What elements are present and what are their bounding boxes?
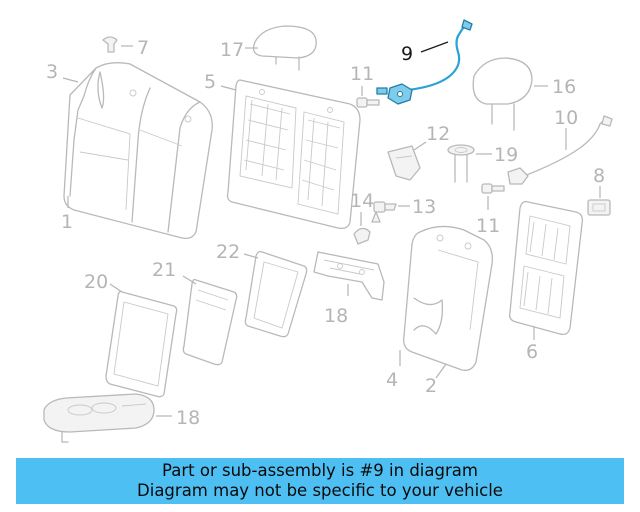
part-22-panel[interactable] xyxy=(244,250,308,338)
exploded-parts-diagram: 7 3 1 17 5 11 xyxy=(43,19,613,443)
part-9-seat-release-cable[interactable] xyxy=(376,19,473,105)
part-8-release-button[interactable] xyxy=(587,199,611,216)
callout-15: 16 xyxy=(552,76,576,98)
callout-3: 3 xyxy=(46,61,58,83)
callout-2: 2 xyxy=(425,375,437,397)
part-6-seat-back-frame-right[interactable] xyxy=(508,200,584,336)
callout-1: 1 xyxy=(61,211,73,233)
callout-8: 8 xyxy=(593,165,605,187)
callout-13: 13 xyxy=(412,196,436,218)
callout-9: 9 xyxy=(401,43,413,65)
part-13-bolt[interactable] xyxy=(371,201,397,223)
part-15-headrest[interactable] xyxy=(472,57,533,131)
callout-7: 7 xyxy=(137,37,149,59)
part-17-grommet[interactable] xyxy=(447,144,475,183)
callout-11-lower: 11 xyxy=(476,215,500,237)
banner-line-2: Diagram may not be specific to your vehi… xyxy=(137,481,503,500)
part-12-cover[interactable] xyxy=(387,145,421,181)
callout-14: 14 xyxy=(350,190,374,212)
callout-6: 6 xyxy=(526,341,538,363)
part-11-bolt-upper[interactable] xyxy=(356,97,380,108)
part-11-bolt-lower[interactable] xyxy=(481,183,505,194)
leader-12 xyxy=(413,141,427,151)
part-16-headrest[interactable] xyxy=(252,25,317,71)
callout-10: 10 xyxy=(554,107,578,129)
part-10-cable[interactable] xyxy=(507,115,613,185)
part-14-clip[interactable] xyxy=(353,227,371,245)
leader-5 xyxy=(220,85,237,91)
part-7-clip[interactable] xyxy=(102,36,118,53)
part-5-seat-back-frame[interactable] xyxy=(226,79,361,230)
callout-4: 4 xyxy=(386,369,398,391)
callout-16: 17 xyxy=(220,39,244,61)
callout-18: 18 xyxy=(324,305,348,327)
callout-17: 19 xyxy=(494,144,518,166)
part-1-seat-back-assembly[interactable] xyxy=(63,62,213,240)
part-2-seat-back-assembly-right[interactable] xyxy=(403,225,493,371)
leader-21 xyxy=(182,275,197,285)
part-19-armrest-assembly[interactable] xyxy=(43,393,155,443)
leader-20 xyxy=(109,283,123,293)
callout-12: 12 xyxy=(426,123,450,145)
callout-20: 20 xyxy=(84,271,108,293)
leader-3 xyxy=(62,77,79,83)
callout-5: 5 xyxy=(204,71,216,93)
part-18-bracket[interactable] xyxy=(313,251,385,301)
leader-9 xyxy=(420,41,449,53)
part-21-pad[interactable] xyxy=(182,278,238,366)
callout-21: 21 xyxy=(152,259,176,281)
banner-line-1: Part or sub-assembly is #9 in diagram xyxy=(162,461,478,480)
callout-19: 18 xyxy=(176,407,200,429)
notice-banner: Part or sub-assembly is #9 in diagram Di… xyxy=(16,458,624,504)
leader-2 xyxy=(435,363,447,379)
callout-22: 22 xyxy=(216,241,240,263)
part-20-armrest-pad[interactable] xyxy=(105,290,178,398)
callout-11-upper: 11 xyxy=(350,63,374,85)
leader-22 xyxy=(243,253,259,259)
